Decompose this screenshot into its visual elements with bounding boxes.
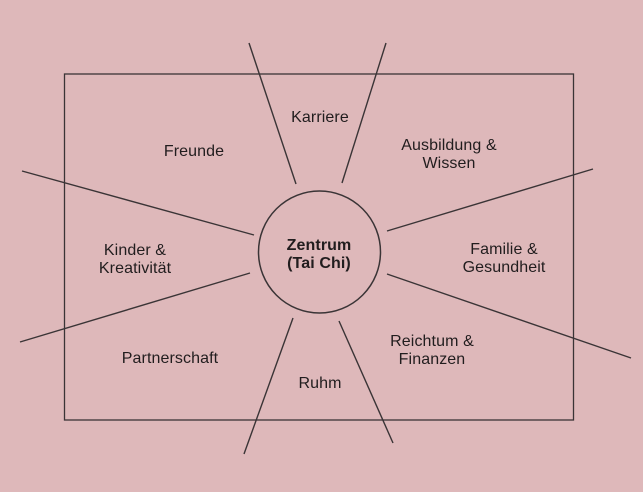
sector-label-reichtum-finanzen: Reichtum & Finanzen xyxy=(390,333,474,368)
sector-label-kinder-kreativitaet: Kinder & Kreativität xyxy=(98,242,172,277)
center-circle xyxy=(257,190,382,314)
divider-ausbildung-familie xyxy=(386,168,594,232)
divider-ruhm-reichtum xyxy=(338,320,394,444)
sector-label-karriere: Karriere xyxy=(291,109,349,127)
divider-partnerschaft-ruhm xyxy=(243,317,294,455)
sector-label-freunde: Freunde xyxy=(163,143,225,161)
divider-freunde-kinder xyxy=(21,170,255,236)
sector-label-ruhm: Ruhm xyxy=(298,375,342,393)
divider-freunde-karriere xyxy=(248,42,297,185)
center-label: Zentrum (Tai Chi) xyxy=(286,237,352,272)
sector-label-familie-gesundheit: Familie & Gesundheit xyxy=(462,241,546,276)
sector-label-ausbildung-wissen: Ausbildung & Wissen xyxy=(401,137,497,172)
divider-familie-reichtum xyxy=(386,273,632,359)
sector-label-partnerschaft: Partnerschaft xyxy=(121,350,219,368)
divider-karriere-ausbildung xyxy=(341,42,387,184)
divider-kinder-partnerschaft xyxy=(19,272,251,343)
outer-rectangle xyxy=(63,73,575,421)
